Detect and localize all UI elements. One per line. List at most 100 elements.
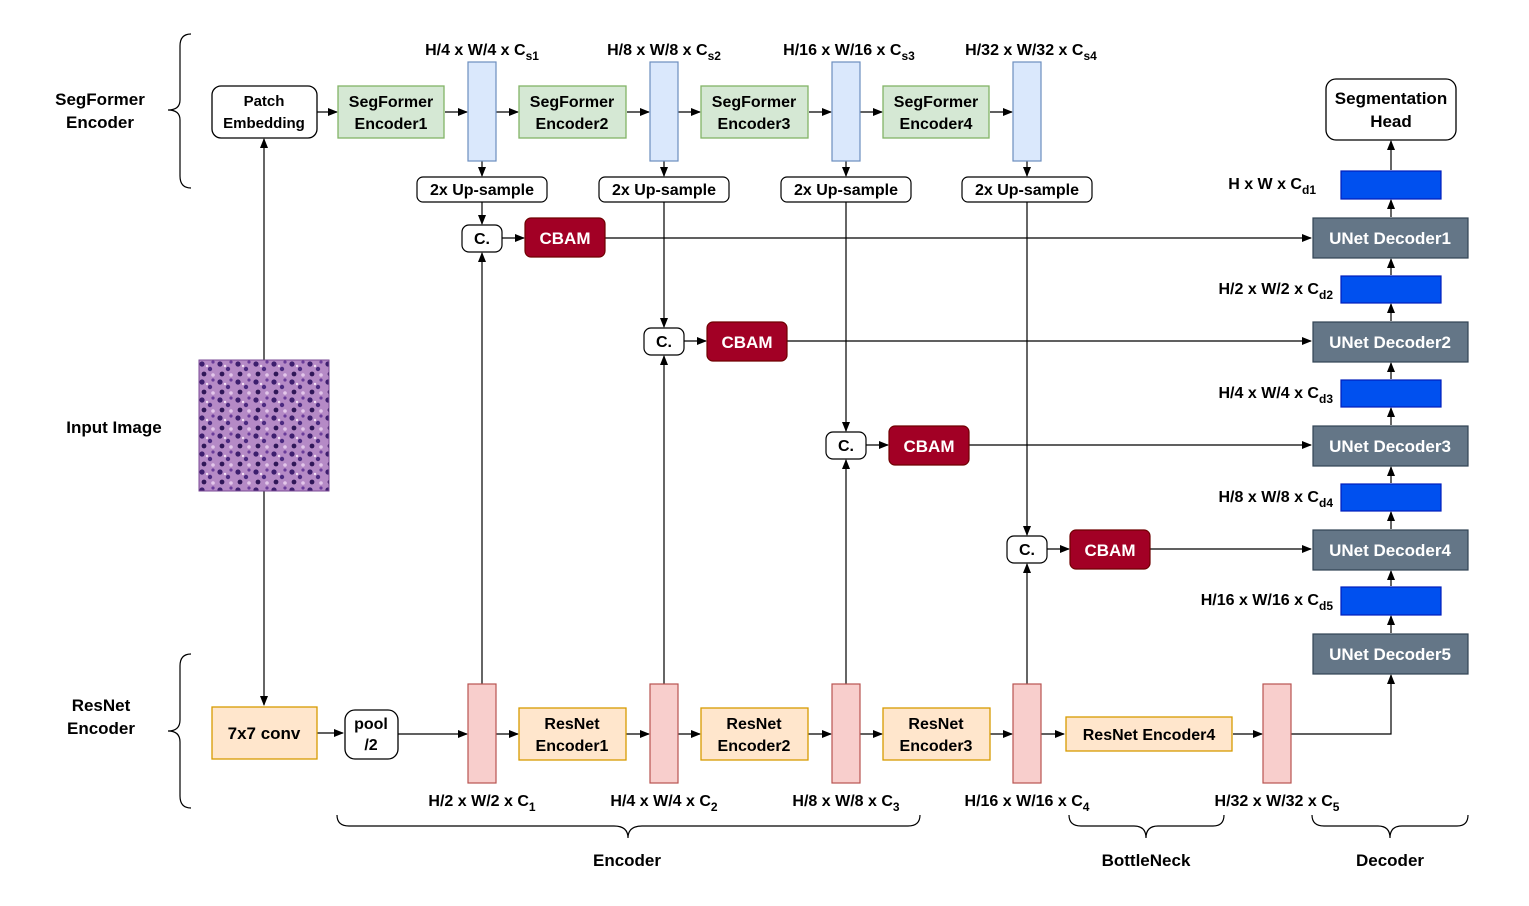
concat-box-2: C.	[643, 327, 685, 356]
cbam-label-1: CBAM	[540, 229, 591, 248]
segformer-encoder2-line2: Encoder2	[536, 116, 609, 133]
unet-decoder1-box: UNet Decoder1	[1312, 217, 1469, 259]
unet-decoder2-label: UNet Decoder2	[1329, 333, 1451, 352]
concat-label-3: C.	[838, 438, 854, 455]
unet-decoder4-label: UNet Decoder4	[1329, 541, 1451, 560]
seg-shape-s3: H/16 x W/16 x Cs3	[783, 42, 915, 63]
conv-7x7-box: 7x7 conv	[211, 706, 318, 760]
upsample-box-1: 2x Up-sample	[416, 176, 548, 203]
unet-decoder2-box: UNet Decoder2	[1312, 321, 1469, 363]
segformer-encoder2-line1: SegFormer	[530, 94, 614, 111]
cbam-box-3: CBAM	[888, 425, 970, 466]
dec-shape-2: H/2 x W/2 x Cd2	[1219, 281, 1334, 302]
segformer-encoder3-line2: Encoder3	[718, 116, 791, 133]
input-image	[198, 359, 330, 492]
resnet-encoder1-line1: ResNet	[544, 716, 600, 733]
cbam-label-4: CBAM	[1085, 541, 1136, 560]
segformer-encoder1-line2: Encoder1	[355, 116, 428, 133]
resnet-label-line1: ResNet	[72, 696, 131, 715]
pool-label-line1: pool	[354, 716, 388, 733]
decoder-feature-1	[1340, 170, 1442, 200]
decoder-brace	[1311, 814, 1469, 839]
upsample-box-3: 2x Up-sample	[780, 176, 912, 203]
upsample-label-2: 2x Up-sample	[612, 182, 716, 199]
res-shape-5: H/32 x W/32 x C5	[1215, 793, 1340, 814]
segformer-feature-2	[649, 61, 679, 162]
concat-box-4: C.	[1006, 535, 1048, 564]
edges	[260, 108, 1395, 738]
resnet-encoder2-line2: Encoder2	[718, 738, 791, 755]
decoder-feature-2	[1340, 275, 1442, 304]
unet-decoder5-label: UNet Decoder5	[1329, 645, 1451, 664]
resnet-encoder1-box: ResNet Encoder1	[518, 707, 627, 761]
segformer-encoder3-box: SegFormer Encoder3	[700, 85, 809, 139]
decoder-feature-5	[1340, 586, 1442, 616]
resnet-encoder3-line2: Encoder3	[900, 738, 973, 755]
resnet-encoder3-box: ResNet Encoder3	[882, 707, 991, 761]
concat-box-1: C.	[461, 224, 503, 253]
input-image-label: Input Image	[66, 418, 161, 437]
encoder-group-label: Encoder	[593, 851, 661, 870]
segformer-feature-4	[1012, 61, 1042, 162]
segformer-encoder1-box: SegFormer Encoder1	[337, 85, 445, 139]
unet-decoder4-box: UNet Decoder4	[1312, 529, 1469, 571]
upsample-box-2: 2x Up-sample	[598, 176, 730, 203]
segformer-encoder3-line1: SegFormer	[712, 94, 796, 111]
resnet-feature-5	[1262, 683, 1292, 784]
resnet-encoder2-box: ResNet Encoder2	[700, 707, 809, 761]
upsample-label-1: 2x Up-sample	[430, 182, 534, 199]
segformer-feature-1	[467, 61, 497, 162]
decoder-feature-4	[1340, 483, 1442, 512]
segmentation-head-line1: Segmentation	[1335, 89, 1447, 108]
segformer-encoder4-line2: Encoder4	[900, 116, 973, 133]
concat-label-2: C.	[656, 334, 672, 351]
segformer-encoder4-box: SegFormer Encoder4	[882, 85, 990, 139]
bottleneck-group-label: BottleNeck	[1102, 851, 1191, 870]
patch-embedding-box: Patch Embedding	[211, 85, 318, 139]
seg-shape-s2: H/8 x W/8 x Cs2	[607, 42, 721, 63]
concat-label-1: C.	[474, 231, 490, 248]
segformer-label-line1: SegFormer	[55, 90, 145, 109]
patch-embedding-line1: Patch	[244, 93, 285, 110]
cbam-label-3: CBAM	[904, 437, 955, 456]
unet-decoder5-box: UNet Decoder5	[1312, 633, 1469, 675]
resnet-encoder3-line1: ResNet	[908, 716, 964, 733]
res-shape-3: H/8 x W/8 x C3	[792, 793, 899, 814]
segmentation-head-line2: Head	[1370, 112, 1412, 131]
pool-box: pool /2	[344, 709, 399, 760]
res-shape-1: H/2 x W/2 x C1	[428, 793, 535, 814]
segformer-encoder2-box: SegFormer Encoder2	[518, 85, 627, 139]
cbam-label-2: CBAM	[722, 333, 773, 352]
dec-shape-5: H/16 x W/16 x Cd5	[1201, 592, 1334, 613]
resnet-encoder4-label: ResNet Encoder4	[1083, 727, 1216, 744]
seg-shape-s1: H/4 x W/4 x Cs1	[425, 42, 539, 63]
encoder-brace	[336, 814, 921, 839]
segmentation-head-box: Segmentation Head	[1325, 78, 1457, 141]
res-shape-2: H/4 x W/4 x C2	[610, 793, 717, 814]
resnet-label-line2: Encoder	[67, 719, 135, 738]
resnet-encoder1-line2: Encoder1	[536, 738, 609, 755]
upsample-box-4: 2x Up-sample	[961, 176, 1093, 203]
seg-shape-s4: H/32 x W/32 x Cs4	[965, 42, 1097, 63]
dec-shape-4: H/8 x W/8 x Cd4	[1219, 489, 1334, 510]
dec-shape-3: H/4 x W/4 x Cd3	[1219, 385, 1334, 406]
concat-label-4: C.	[1019, 542, 1035, 559]
upsample-label-3: 2x Up-sample	[794, 182, 898, 199]
upsample-label-4: 2x Up-sample	[975, 182, 1079, 199]
pool-label-line2: /2	[364, 737, 377, 754]
segformer-brace	[167, 33, 192, 189]
dec-shape-1: H x W x Cd1	[1228, 176, 1316, 197]
decoder-feature-3	[1340, 379, 1442, 408]
res-shape-4: H/16 x W/16 x C4	[965, 793, 1090, 814]
cbam-box-2: CBAM	[706, 321, 788, 362]
braces	[167, 33, 1469, 839]
cbam-box-1: CBAM	[524, 217, 606, 258]
segformer-feature-3	[831, 61, 861, 162]
segformer-label-line2: Encoder	[66, 113, 134, 132]
bottleneck-brace	[1068, 814, 1225, 839]
concat-box-3: C.	[825, 431, 867, 460]
decoder-group-label: Decoder	[1356, 851, 1424, 870]
resnet-feature-2	[649, 683, 679, 784]
resnet-encoder2-line1: ResNet	[726, 716, 782, 733]
